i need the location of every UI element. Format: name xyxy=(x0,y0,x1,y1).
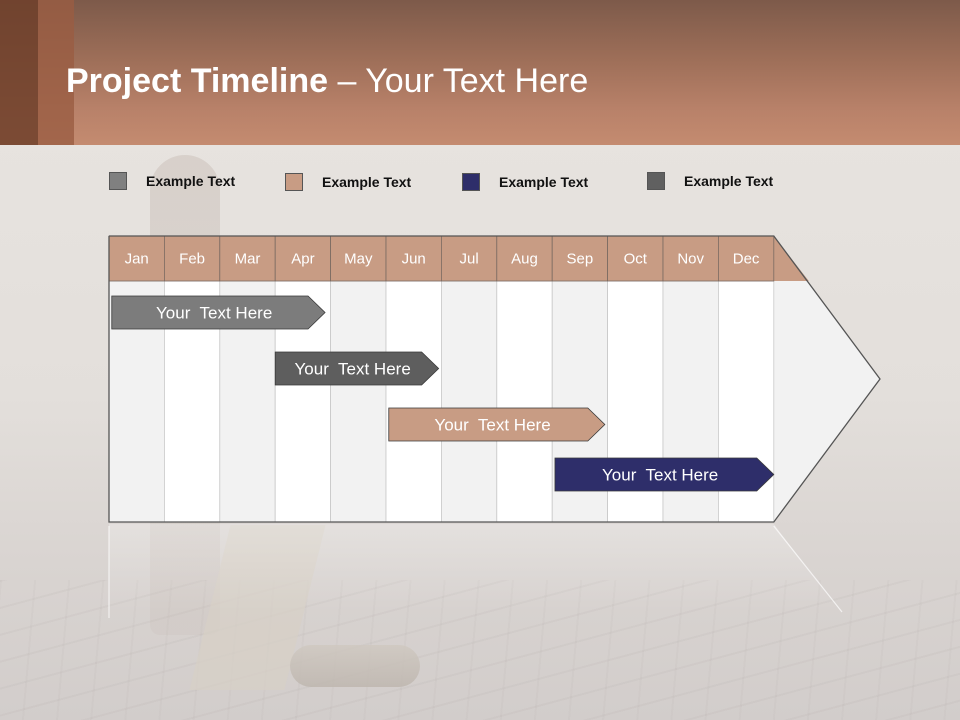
title-subtitle: – Your Text Here xyxy=(328,62,589,100)
month-label-sep: Sep xyxy=(567,251,594,268)
legend-label: Example Text xyxy=(146,173,236,189)
legend-item: Example Text xyxy=(109,171,235,191)
timeline-outline xyxy=(108,235,881,523)
month-header-cell xyxy=(551,235,609,282)
task-bar: Your Text Here xyxy=(111,295,326,330)
legend-label: Example Text xyxy=(322,174,412,190)
month-label-jan: Jan xyxy=(125,251,149,268)
month-column-jun xyxy=(385,280,442,523)
task-bar: Your Text Here xyxy=(274,351,440,386)
task-bar-shape xyxy=(554,457,775,492)
legend-swatch xyxy=(462,173,480,191)
title-banner: Project Timeline – Your Text Here xyxy=(0,0,960,145)
month-header-cell xyxy=(496,235,553,282)
month-header-cell xyxy=(385,235,442,282)
month-label-oct: Oct xyxy=(624,251,648,268)
month-header-cell xyxy=(274,235,332,282)
title-main: Project Timeline xyxy=(66,62,329,100)
month-header-cell xyxy=(219,235,276,282)
month-header-cell xyxy=(440,235,498,282)
month-label-may: May xyxy=(344,251,373,268)
month-label-jun: Jun xyxy=(402,251,426,268)
arrow-tip-area xyxy=(773,236,880,522)
slide-title: Project Timeline – Your Text Here xyxy=(66,58,588,104)
month-column-may xyxy=(330,280,387,523)
month-label-feb: Feb xyxy=(179,251,205,268)
banner-accent-strip xyxy=(0,0,38,145)
task-bar-shape xyxy=(111,295,326,330)
legend-label: Example Text xyxy=(499,174,589,190)
month-header-row: Jan Feb Mar Apr May Jun Jul Aug Sep Oct Nov Dec xyxy=(108,235,809,282)
legend-swatch xyxy=(647,172,665,190)
month-column-aug xyxy=(496,280,553,523)
task-bar-label: Your Text Here xyxy=(295,360,411,379)
background-paper-roll xyxy=(290,645,420,687)
legend-item: Example Text xyxy=(285,172,411,192)
legend-item: Example Text xyxy=(462,172,588,192)
task-bar-label: Your Text Here xyxy=(156,304,272,323)
month-label-nov: Nov xyxy=(677,251,704,268)
legend-swatch xyxy=(109,172,127,190)
month-label-aug: Aug xyxy=(511,251,538,268)
task-bar: Your Text Here xyxy=(554,457,775,492)
month-label-jul: Jul xyxy=(460,251,479,268)
reflection-shape xyxy=(109,524,840,612)
month-label-dec: Dec xyxy=(733,251,760,268)
legend-item: Example Text xyxy=(647,171,773,191)
task-bar-shape xyxy=(274,351,440,386)
month-column-jul xyxy=(440,280,498,523)
task-bar-shape xyxy=(388,407,606,442)
month-header-cell xyxy=(163,235,221,282)
task-bar: Your Text Here xyxy=(388,407,606,442)
month-header-cell xyxy=(330,235,387,282)
month-label-mar: Mar xyxy=(235,251,261,268)
reflection-line xyxy=(773,525,843,613)
legend-label: Example Text xyxy=(684,173,774,189)
timeline-reflection xyxy=(108,524,843,618)
month-label-apr: Apr xyxy=(291,251,314,268)
task-bar-label: Your Text Here xyxy=(602,466,718,485)
timeline-arrow-outline xyxy=(108,235,881,523)
month-header-cell xyxy=(718,235,775,282)
task-bar-label: Your Text Here xyxy=(434,416,550,435)
legend-swatch xyxy=(285,173,303,191)
banner-accent-strip xyxy=(38,0,74,145)
